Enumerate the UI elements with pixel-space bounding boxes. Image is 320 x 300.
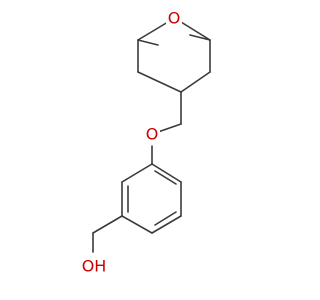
ring-oxygen-label: O [168, 9, 181, 28]
bond [180, 71, 211, 93]
atom-labels: O O OH [80, 9, 182, 276]
methylene-ether-link [151, 91, 182, 165]
oxane-ring [137, 21, 211, 93]
bond [151, 215, 182, 234]
bond [189, 34, 211, 41]
ring-oxygen-bg [166, 9, 182, 27]
bond [137, 71, 182, 93]
ether-oxygen-bg [144, 124, 160, 144]
bond [121, 163, 153, 183]
hydroxyl-label: OH [82, 257, 107, 276]
bond [137, 21, 169, 41]
hydroxyl-bg [80, 256, 108, 276]
structure-diagram: O O OH [80, 8, 211, 276]
aromatic-bond [154, 211, 177, 226]
molecule-canvas: O O OH [80, 9, 211, 276]
aromatic-bond [154, 170, 177, 185]
ether-oxygen-label: O [146, 125, 159, 144]
bond [157, 123, 182, 133]
bond [121, 215, 153, 234]
bond [137, 39, 159, 46]
bond [92, 215, 123, 234]
bond [180, 21, 211, 41]
benzene-ring [121, 163, 182, 234]
bond [151, 163, 182, 183]
hydroxymethyl-group [92, 215, 123, 253]
